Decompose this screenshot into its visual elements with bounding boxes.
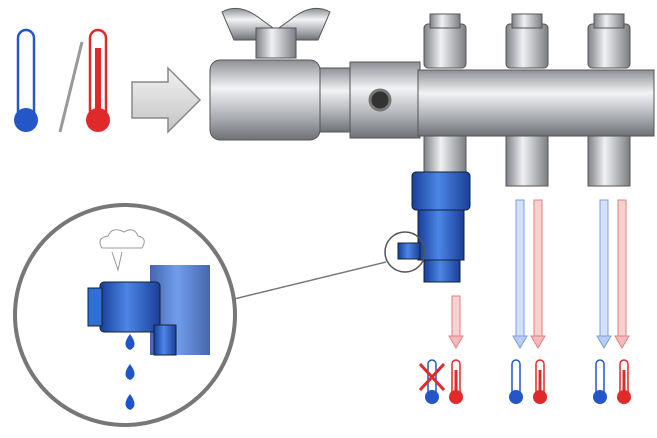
magnifier-circle <box>13 203 237 427</box>
outlet-3-thermometers <box>593 359 631 404</box>
cross-icon <box>418 362 446 392</box>
hot-flow-arrow-2 <box>530 199 546 349</box>
cold-flow-arrow-3 <box>596 199 612 349</box>
manifold-outlet-1 <box>423 13 467 177</box>
hot-flow-arrow-3 <box>614 199 630 349</box>
outlet-2-thermometers <box>509 359 547 404</box>
ball-valve <box>209 7 421 141</box>
hot-flow-arrow-drain <box>448 295 464 349</box>
drain-valve-illustration <box>397 171 471 283</box>
drain-thermometers <box>418 359 463 404</box>
water-drop-icon <box>125 334 135 410</box>
manifold-outlet-2 <box>505 13 549 187</box>
cold-flow-arrow-2 <box>512 199 528 349</box>
hot-thermometer-icon <box>86 28 110 132</box>
air-cloud-icon <box>99 229 145 249</box>
slash-divider <box>58 41 84 133</box>
flow-arrow-icon <box>131 66 202 134</box>
manifold-bar <box>417 69 655 137</box>
manifold-outlet-3 <box>587 13 631 187</box>
cold-thermometer-icon <box>14 28 38 132</box>
detail-connector-line <box>229 261 387 301</box>
detail-marker-circle <box>384 231 426 273</box>
